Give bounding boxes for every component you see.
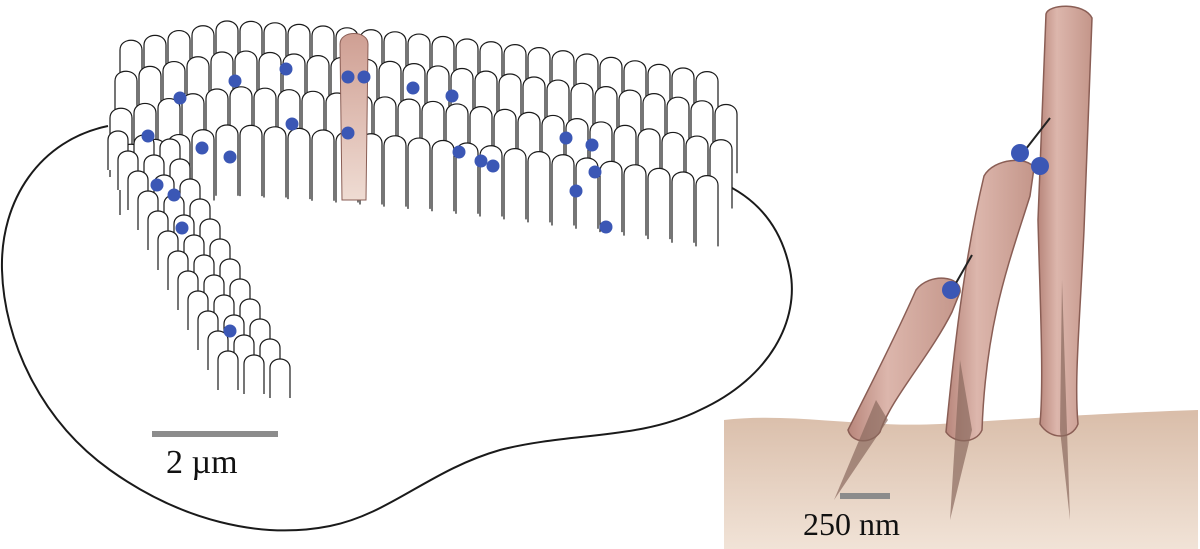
stereocilium — [263, 126, 287, 198]
stereocilium — [287, 127, 311, 200]
stereocilium — [269, 358, 291, 398]
tip-link-dot — [559, 131, 573, 145]
short-stereocilium — [847, 277, 961, 442]
tip-link-dot — [474, 154, 488, 168]
stereocilia-staircase-side-view — [724, 5, 1198, 549]
highlighted-stereocilium — [339, 33, 369, 201]
tip-link-dot — [223, 150, 237, 164]
tip-link-dot — [228, 74, 242, 88]
scale-bar-250nm — [840, 493, 890, 499]
tip-link-dot — [167, 188, 181, 202]
stereocilium — [431, 139, 455, 212]
scale-bar-2um — [152, 431, 278, 437]
scale-bar-label-250nm: 250 nm — [803, 506, 900, 542]
tip-link-dot — [173, 91, 187, 105]
tip-link-dot — [588, 165, 602, 179]
tip-link-dot — [150, 178, 164, 192]
stereocilium — [243, 354, 265, 394]
stereocilium — [551, 154, 575, 226]
tip-link-dot — [585, 138, 599, 152]
stereocilium — [407, 137, 431, 209]
stereocilium — [527, 151, 551, 223]
tip-link-dot — [452, 145, 466, 159]
scale-bar-label-2um: 2 µm — [166, 444, 238, 481]
tip-link-dot — [285, 117, 299, 131]
tall-stereocilium-rootlet — [1060, 280, 1070, 520]
stereocilia-rows — [109, 20, 738, 247]
tip-link-dot — [1011, 144, 1029, 162]
tip-link-dot — [341, 126, 355, 140]
tip-link-dot — [141, 129, 155, 143]
stereocilia-wing — [107, 130, 291, 398]
tip-link-dot — [175, 221, 189, 235]
stereocilium — [671, 171, 695, 243]
tip-link-dot — [223, 324, 237, 338]
tip-link-dot — [486, 159, 500, 173]
tip-link-dot — [195, 141, 209, 155]
tip-link-dot — [406, 81, 420, 95]
tip-link-dot — [279, 62, 293, 76]
tall-stereocilium — [1037, 5, 1093, 437]
tip-link-dot — [569, 184, 583, 198]
tip-link-dot — [357, 70, 371, 84]
tip-link-dot — [341, 70, 355, 84]
tip-link-dot — [445, 89, 459, 103]
stereocilium — [695, 175, 719, 247]
stereocilium — [383, 135, 407, 207]
stereocilium — [239, 124, 263, 197]
tip-link-markers — [141, 62, 613, 338]
hair-bundle-top-view — [0, 20, 793, 532]
cell-surface-outline — [0, 125, 793, 532]
tip-link-dot — [599, 220, 613, 234]
short-stereocilium-rootlet — [834, 400, 888, 500]
stereocilium — [503, 148, 527, 220]
stereocilium — [647, 167, 671, 240]
tip-link-dot — [942, 281, 960, 299]
middle-stereocilium-rootlet — [950, 360, 972, 520]
stereocilium — [217, 350, 239, 390]
apical-surface — [724, 410, 1198, 549]
stereocilium — [311, 129, 335, 201]
tip-link-dot — [1031, 157, 1049, 175]
stereocilium — [623, 164, 647, 236]
